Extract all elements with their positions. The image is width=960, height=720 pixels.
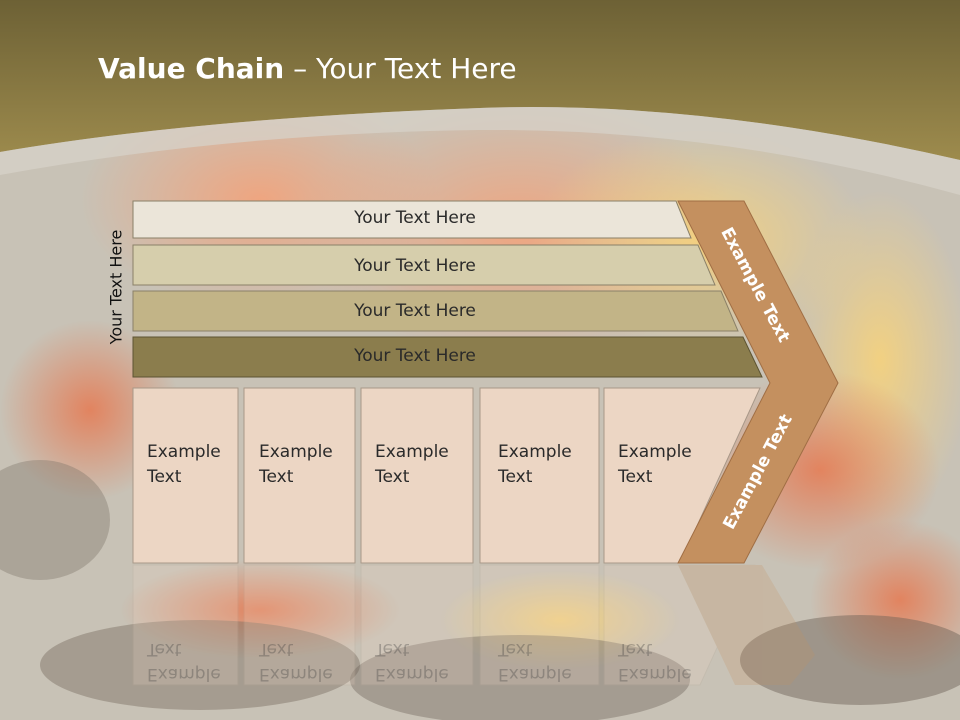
box-2-line1: Example: [259, 442, 333, 462]
slide-title-bold: Value Chain: [98, 52, 285, 85]
box-2-line2: Text: [259, 467, 294, 487]
box-2-reflection: Example Text: [259, 636, 333, 686]
box-5-line2: Text: [618, 467, 653, 487]
bar-4-label: Your Text Here: [354, 346, 476, 366]
bar-2[interactable]: [132, 244, 716, 286]
box-1-line1: Example: [147, 442, 221, 462]
box-4-line1: Example: [498, 442, 572, 462]
box-5-line1: Example: [618, 442, 692, 462]
box-5-reflection: Example Text: [618, 636, 692, 686]
box-1-reflection-line2: Text: [147, 639, 182, 659]
box-4-line2: Text: [498, 467, 533, 487]
bar-2-label: Your Text Here: [354, 256, 476, 276]
box-3-reflection-line1: Example: [375, 664, 449, 684]
box-5-reflection-line2: Text: [618, 639, 653, 659]
box-1[interactable]: [132, 387, 239, 564]
bar-4[interactable]: [132, 336, 763, 378]
slide-title: Value Chain – Your Text Here: [98, 52, 517, 85]
box-1-line2: Text: [147, 467, 182, 487]
bar-1[interactable]: [132, 200, 692, 239]
slide-title-rest: – Your Text Here: [284, 52, 517, 85]
box-3-reflection-line2: Text: [375, 639, 410, 659]
box-4-reflection-line1: Example: [498, 664, 572, 684]
box-5-reflection-line1: Example: [618, 664, 692, 684]
bar-1-label: Your Text Here: [354, 208, 476, 228]
box-3[interactable]: [360, 387, 474, 564]
box-4-reflection: Example Text: [498, 636, 572, 686]
box-4[interactable]: [479, 387, 600, 564]
box-2-reflection-line2: Text: [259, 639, 294, 659]
box-4-reflection-line2: Text: [498, 639, 533, 659]
box-3-line1: Example: [375, 442, 449, 462]
box-2[interactable]: [243, 387, 356, 564]
bar-3-label: Your Text Here: [354, 301, 476, 321]
chevron-arrow[interactable]: [677, 200, 839, 564]
bar-3[interactable]: [132, 290, 739, 332]
box-3-line2: Text: [375, 467, 410, 487]
box-1-reflection: Example Text: [147, 636, 221, 686]
box-2-reflection-line1: Example: [259, 664, 333, 684]
box-3-reflection: Example Text: [375, 636, 449, 686]
box-1-reflection-line1: Example: [147, 664, 221, 684]
